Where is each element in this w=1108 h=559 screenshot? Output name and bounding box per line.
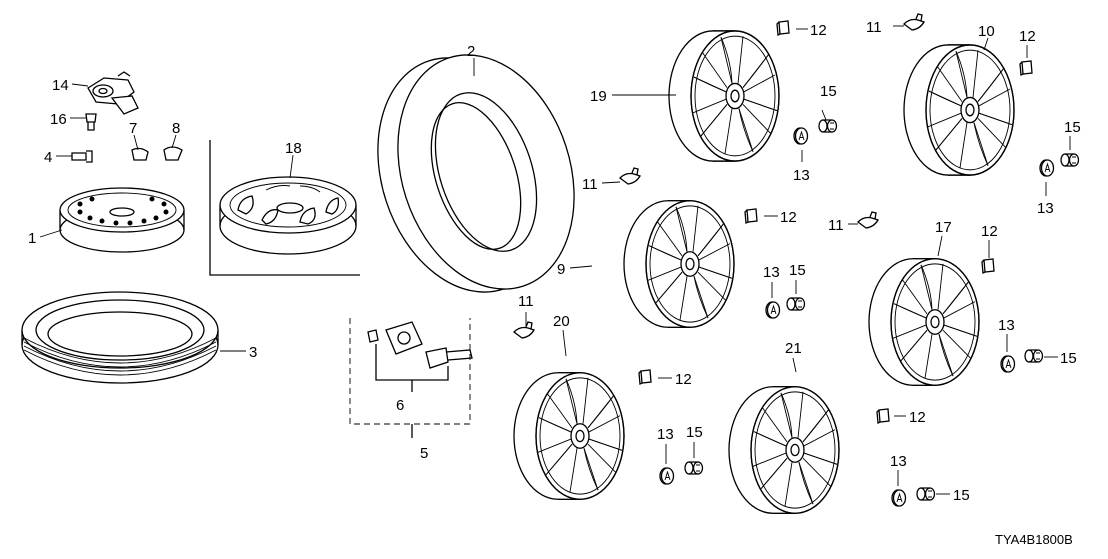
center-cap-13: [1000, 355, 1016, 373]
clip-weight-11: [619, 167, 641, 185]
callout-12-d: 12: [981, 223, 998, 240]
callout-13-b: 13: [1037, 200, 1054, 217]
wheel-19: [669, 31, 779, 161]
callout-12-e: 12: [675, 371, 692, 388]
callout-15-f: 15: [953, 487, 970, 504]
callout-12-c: 12: [780, 209, 797, 226]
clip-weight-11: [857, 211, 879, 229]
callout-21: 21: [785, 340, 802, 357]
clip-weight-11: [513, 321, 535, 339]
callout-15-b: 15: [1064, 119, 1081, 136]
wheel-10: [904, 45, 1014, 175]
callout-10: 10: [978, 23, 995, 40]
balance-weight-12: [981, 258, 995, 274]
callout-13-e: 13: [657, 426, 674, 443]
callout-15-e: 15: [686, 424, 703, 441]
diagram-code: TYA4B1800B: [995, 532, 1073, 547]
wing-bolt: [85, 113, 97, 131]
spare-steel-wheel: [219, 176, 357, 255]
callout-15-d: 15: [1060, 350, 1077, 367]
callout-18: 18: [285, 140, 302, 157]
callout-11-b: 11: [582, 176, 598, 193]
center-cap-13: [793, 127, 809, 145]
callout-4: 4: [44, 149, 52, 166]
callout-14: 14: [52, 77, 69, 94]
wheel-21: [729, 387, 839, 513]
callout-11-c: 11: [828, 217, 844, 234]
callout-11-d: 11: [518, 293, 534, 310]
center-cap-13: [891, 489, 907, 507]
callout-13-f: 13: [890, 453, 907, 470]
callout-13-a: 13: [793, 167, 810, 184]
lug-nut-15: [786, 297, 806, 311]
balance-weight-12: [1019, 60, 1033, 76]
callout-16: 16: [50, 111, 67, 128]
road-tire: [377, 54, 575, 293]
callout-5: 5: [420, 445, 428, 462]
sensor-assembly-bracket: [349, 318, 471, 425]
callout-15-a: 15: [820, 83, 837, 100]
lug-nut-15: [684, 461, 704, 475]
temporary-spare-wheel: [59, 187, 185, 253]
callout-12-b: 12: [1019, 28, 1036, 45]
spare-option-bracket: [209, 140, 360, 276]
lug-nut-15: [916, 487, 936, 501]
balance-weight-12: [744, 208, 758, 224]
callout-11-a: 11: [866, 19, 882, 36]
balance-weight-12: [638, 369, 652, 385]
callout-13-c: 13: [763, 264, 780, 281]
spare-tire: [21, 291, 219, 384]
tpms-sensor: [367, 321, 473, 392]
callout-6: 6: [396, 397, 404, 414]
callout-12-f: 12: [909, 409, 926, 426]
callout-13-d: 13: [998, 317, 1015, 334]
callout-2: 2: [467, 43, 475, 60]
pad-8: [163, 146, 183, 161]
callout-15-c: 15: [789, 262, 806, 279]
pad-7: [131, 147, 149, 161]
leader-lines: [39, 25, 1071, 495]
spare-bolt: [71, 150, 93, 163]
balance-weight-12: [876, 408, 890, 424]
lug-nut-15: [1024, 349, 1044, 363]
callout-12-a: 12: [810, 22, 827, 39]
center-cap-13: [1039, 159, 1055, 177]
callout-8: 8: [172, 120, 180, 137]
callout-7: 7: [129, 120, 137, 137]
center-cap-13: [659, 467, 675, 485]
callout-1: 1: [28, 230, 36, 247]
lug-nut-15: [1060, 153, 1080, 167]
callout-9: 9: [557, 261, 565, 278]
callout-17: 17: [935, 219, 952, 236]
center-cap-13: [765, 301, 781, 319]
spare-jack-base: [87, 71, 139, 115]
wheel-17: [869, 259, 979, 385]
wheel-20: [514, 373, 624, 499]
callout-20: 20: [553, 313, 570, 330]
callout-19: 19: [590, 88, 607, 105]
lug-nut-15: [818, 119, 838, 133]
wheel-9: [624, 201, 734, 327]
clip-weight-11: [903, 13, 925, 31]
balance-weight-12: [776, 20, 790, 36]
callout-3: 3: [249, 344, 257, 361]
